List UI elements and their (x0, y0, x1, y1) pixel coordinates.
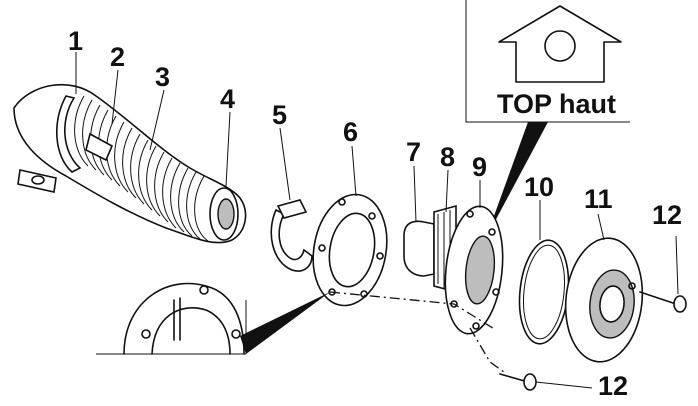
inset-arc-inner (151, 307, 231, 355)
hose-clamp (56, 95, 82, 173)
inset-arc-outer (123, 282, 245, 355)
flange-hole (492, 288, 500, 296)
flange-hole (488, 228, 496, 236)
leader-2 (111, 69, 119, 125)
callout-11: 11 (584, 184, 613, 214)
leader-6 (351, 145, 357, 197)
part-flexible-duct (13, 52, 247, 244)
part-o-ring (518, 200, 570, 345)
gasket-inner (328, 212, 376, 288)
leader-11 (597, 213, 605, 241)
clip-ring-body (270, 208, 313, 272)
screw-top-head (673, 295, 687, 313)
clip-ring-tab (276, 199, 308, 219)
leader-12-bottom (535, 381, 593, 389)
house-arrow-icon (498, 5, 622, 83)
leader-3 (149, 89, 165, 151)
callout-5: 5 (272, 100, 287, 130)
alignment-lines (329, 291, 505, 373)
leader-8 (445, 169, 449, 213)
leader-5 (279, 127, 291, 201)
part-clip-ring (270, 127, 313, 272)
leader-7 (413, 165, 417, 223)
callout-12-top: 12 (652, 200, 682, 230)
screw-bottom-head (523, 373, 537, 391)
callout-8: 8 (440, 142, 455, 172)
axis-line-lower (469, 327, 505, 373)
callout-9: 9 (472, 152, 487, 182)
leader-4 (225, 111, 231, 187)
gasket-hole (368, 212, 376, 220)
flange-hole (466, 210, 474, 218)
part-cover-cap (564, 213, 644, 363)
callout-6: 6 (343, 117, 358, 147)
cover-logo (599, 285, 625, 323)
axis-line-upper (329, 291, 497, 331)
gasket-hole (338, 198, 346, 206)
bracket-hole (31, 175, 45, 185)
callout-labels: 1 2 3 4 5 6 7 8 9 10 11 12 12 (68, 26, 682, 401)
callout-3: 3 (155, 62, 170, 92)
duct-inner-end (217, 198, 235, 230)
leader-12-top (675, 235, 679, 295)
top-label: TOP haut (497, 89, 616, 119)
callout-4: 4 (220, 84, 235, 114)
inset-hole (199, 285, 209, 295)
circle-icon (544, 30, 576, 62)
top-arrow-marker: TOP haut (465, 0, 630, 238)
callout-12-bottom: 12 (598, 371, 628, 401)
inset-pointer-wedge (240, 292, 330, 354)
housing-opening (464, 235, 496, 305)
detail-inset (96, 282, 330, 355)
part-screw-bottom (499, 373, 593, 391)
gasket-hole (318, 244, 326, 252)
gasket-hole (360, 290, 368, 298)
top-pointer-wedge (486, 122, 548, 238)
inset-seam (173, 297, 181, 341)
part-gasket-flange (312, 145, 388, 307)
part-screw-top (639, 235, 687, 313)
top-frame-line (465, 0, 630, 123)
housing-stub-7 (403, 220, 435, 277)
flange-hole (472, 322, 480, 330)
cover-hole (628, 282, 636, 290)
callout-1: 1 (68, 26, 83, 56)
duct-body (13, 83, 247, 244)
o-ring-inner (523, 244, 565, 340)
clamp-screw-housing (85, 132, 114, 162)
inset-hole (231, 329, 241, 339)
mounting-bracket (17, 169, 57, 193)
callout-10: 10 (524, 172, 554, 202)
inset-hole (141, 329, 151, 339)
screw-top-shaft (639, 291, 677, 305)
part-wall-housing (403, 165, 504, 335)
callout-2: 2 (110, 42, 125, 72)
callout-7: 7 (406, 137, 421, 167)
gasket-hole (376, 252, 384, 260)
